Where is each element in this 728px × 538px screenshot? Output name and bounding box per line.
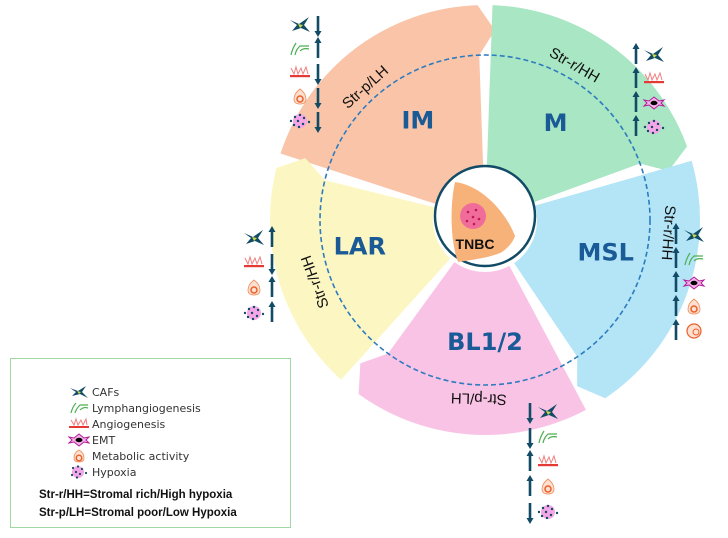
arrow-up-icon (268, 301, 276, 322)
sector-msl (514, 160, 700, 399)
hypoxia-icon (643, 119, 665, 135)
arrow-down-icon (314, 16, 322, 37)
arrow-up-icon (672, 271, 680, 292)
arrow-up-icon (632, 91, 640, 112)
center-label: TNBC (456, 236, 495, 252)
subtype-label: MSL (578, 238, 634, 266)
arrow-up-icon (632, 67, 640, 88)
arrow-down-icon (526, 403, 534, 424)
arrow-down-icon (526, 428, 534, 449)
cell-icon (686, 323, 702, 339)
legend-item-angiogenesis: Angiogenesis (68, 417, 165, 431)
arrow-up-icon (526, 450, 534, 471)
angiogenesis-icon (538, 454, 558, 467)
hypoxia-icon (243, 305, 265, 321)
legend-item-lymphangiogenesis: Lymphangiogenesis (68, 401, 201, 415)
angiogenesis-icon (69, 417, 89, 428)
arrow-down-icon (314, 64, 322, 85)
emt-icon (68, 433, 90, 447)
cafs-icon (644, 47, 664, 62)
angiogenesis-icon (290, 65, 310, 78)
lymphangiogenesis-icon (70, 402, 89, 414)
sector-m (486, 5, 688, 203)
legend-item-hypoxia: Hypoxia (68, 465, 136, 479)
angiogenesis-icon (244, 255, 264, 268)
stroma-profile-label: Str-p/LH (451, 389, 507, 408)
arrow-down-icon (268, 254, 276, 275)
arrow-up-icon (672, 247, 680, 268)
metabolic-activity-icon (293, 88, 307, 105)
metabolic-activity-icon (247, 279, 261, 296)
marker-column-lar (243, 226, 276, 322)
lymphangiogenesis-icon (684, 252, 704, 266)
cafs-icon (538, 404, 558, 419)
arrow-up-icon (672, 295, 680, 316)
arrow-up-icon (526, 475, 534, 496)
marker-column-m (632, 43, 666, 136)
dashed-ring (319, 54, 651, 386)
stroma-profile-label: Str-r/HH (658, 205, 679, 261)
cafs-icon (70, 386, 88, 398)
cafs-icon (684, 227, 704, 242)
hypoxia-icon (70, 465, 88, 479)
sector-lar (270, 158, 451, 380)
arrow-up-icon (314, 37, 322, 58)
arrow-up-icon (632, 115, 640, 136)
arrow-up-icon (672, 223, 680, 244)
legend-item-cafs: CAFs (68, 385, 119, 399)
legend-definition-str-r: Str-r/HH=Stromal rich/High hypoxia (39, 489, 233, 501)
hypoxia-icon (289, 113, 311, 129)
legend-item-emt: EMT (68, 433, 115, 447)
marker-column-msl (672, 223, 706, 340)
metabolic-activity-icon (541, 478, 555, 495)
sector-bl1-2 (358, 262, 586, 435)
emt-icon (642, 96, 666, 110)
legend-definition-str-p: Str-p/LH=Stromal poor/Low Hypoxia (39, 507, 237, 519)
tnbc-center: TNBC (433, 164, 537, 268)
arrow-down-icon (314, 112, 322, 133)
lymphangiogenesis-icon (538, 430, 558, 444)
arrow-down-icon (526, 503, 534, 524)
arrow-down-icon (314, 88, 322, 109)
arrow-up-icon (268, 226, 276, 247)
legend: CAFs Lymphangiogenesis Angiogenesis EMT … (10, 358, 291, 528)
emt-icon (682, 276, 706, 290)
marker-column-im (289, 16, 322, 133)
lymphangiogenesis-icon (290, 42, 310, 56)
hypoxia-icon (537, 504, 559, 520)
arrow-up-icon (632, 43, 640, 64)
subtype-label: IM (401, 107, 434, 135)
legend-item-metabolic-activity: Metabolic activity (68, 449, 189, 463)
subtype-label: LAR (334, 233, 386, 261)
subtype-label: BL1/2 (447, 328, 523, 356)
arrow-up-icon (268, 276, 276, 297)
arrow-up-icon (672, 319, 680, 340)
subtype-label: M (544, 109, 568, 137)
metabolic-activity-icon (73, 449, 85, 463)
metabolic-activity-icon (687, 298, 701, 315)
cafs-icon (244, 230, 264, 245)
marker-column-bl1-2 (526, 403, 559, 524)
angiogenesis-icon (644, 71, 664, 84)
cafs-icon (290, 17, 310, 32)
